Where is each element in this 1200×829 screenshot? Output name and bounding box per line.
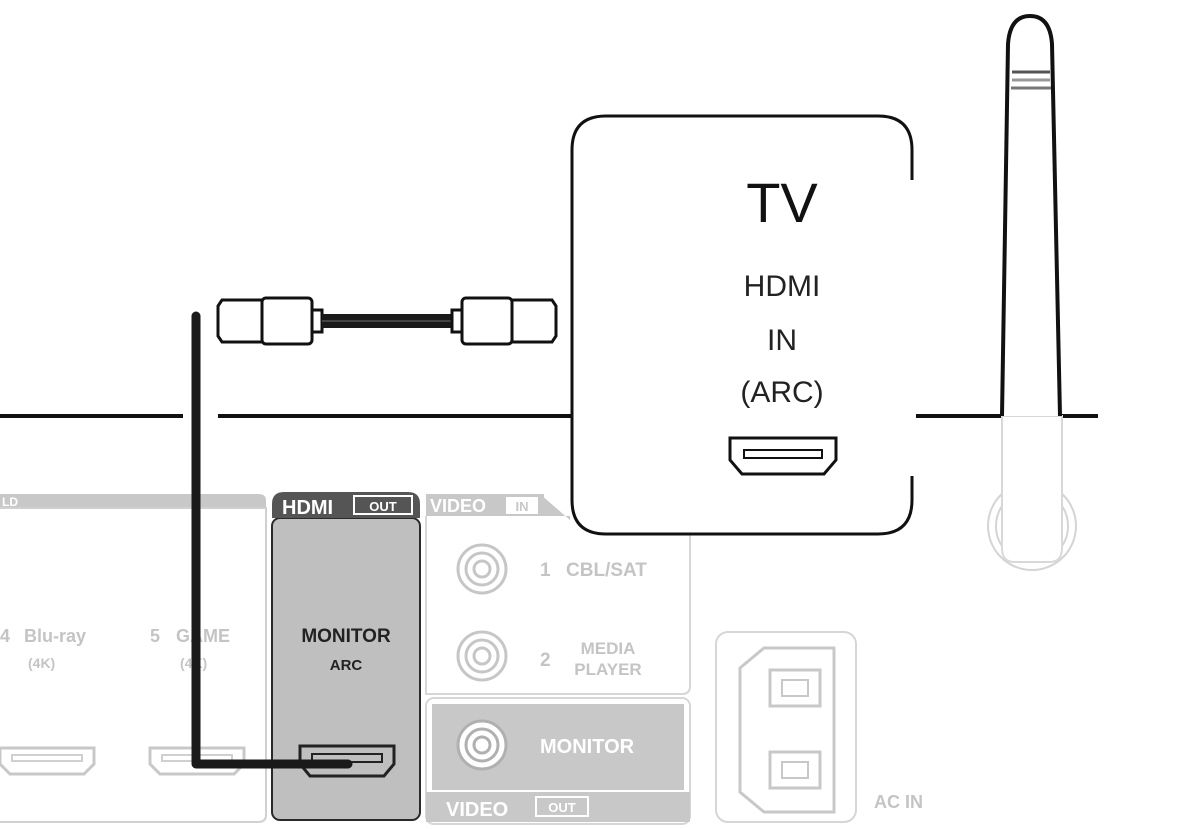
edge-label-fragment: LD — [2, 495, 18, 509]
antenna — [987, 13, 1077, 571]
video-in-port-2-number: 2 — [540, 650, 551, 671]
antenna-icon — [1000, 13, 1062, 417]
video-in-port-2: 2 MEDIA PLAYER — [456, 630, 642, 682]
video-in-panel: VIDEO IN — [425, 494, 691, 695]
hdmi-input-4-note: (4K) — [28, 655, 55, 671]
rca-jack-icon — [456, 630, 508, 682]
tv-box: TV HDMI IN (ARC) — [570, 114, 914, 536]
video-in-port-2-name-line1: MEDIA — [581, 639, 636, 658]
hdmi-out-badge: OUT — [369, 499, 397, 514]
hdmi-plug-right — [450, 296, 558, 346]
rca-jack-icon — [456, 543, 508, 595]
tv-title: TV — [746, 171, 818, 234]
video-in-badge: IN — [516, 499, 529, 514]
video-in-label: VIDEO — [430, 496, 486, 516]
hdmi-input-4: 4 Blu-ray (4K) — [0, 626, 96, 776]
hdmi-input-5-number: 5 — [150, 626, 160, 646]
hdmi-port-icon — [148, 746, 246, 776]
hdmi-in-label-strip: LD — [0, 494, 266, 509]
tv-port-line3: (ARC) — [740, 376, 823, 409]
video-out-label: VIDEO — [446, 799, 508, 821]
hdmi-cable — [191, 296, 558, 769]
hdmi-inputs-frame — [0, 507, 267, 823]
hdmi-input-5-name: GAME — [176, 626, 230, 646]
power-socket-icon — [738, 646, 836, 814]
video-in-port-2-name-line2: PLAYER — [574, 660, 641, 679]
video-in-port-1: 1 CBL/SAT — [456, 543, 647, 595]
tv-port-line2: IN — [767, 324, 797, 357]
hdmi-out-port-name: MONITOR — [301, 626, 391, 647]
tv-port-line1: HDMI — [744, 270, 821, 303]
hdmi-out-panel: HDMI OUT MONITOR ARC — [271, 492, 421, 821]
video-in-port-1-name: CBL/SAT — [566, 560, 647, 581]
ac-inlet: AC IN — [715, 631, 923, 823]
video-out-port-name: MONITOR — [540, 736, 635, 758]
hdmi-port-icon — [0, 746, 96, 776]
video-out-badge: OUT — [548, 800, 576, 815]
ac-in-label: AC IN — [874, 792, 923, 812]
video-in-port-1-number: 1 — [540, 560, 551, 581]
hdmi-port-icon — [728, 436, 838, 476]
hdmi-out-label: HDMI — [282, 497, 333, 519]
hdmi-input-4-name: Blu-ray — [24, 626, 86, 646]
hdmi-plug-left — [216, 296, 324, 346]
hdmi-input-4-number: 4 — [0, 626, 10, 646]
hdmi-out-port-arc: ARC — [330, 657, 363, 674]
video-out-panel: MONITOR VIDEO OUT — [425, 697, 691, 825]
